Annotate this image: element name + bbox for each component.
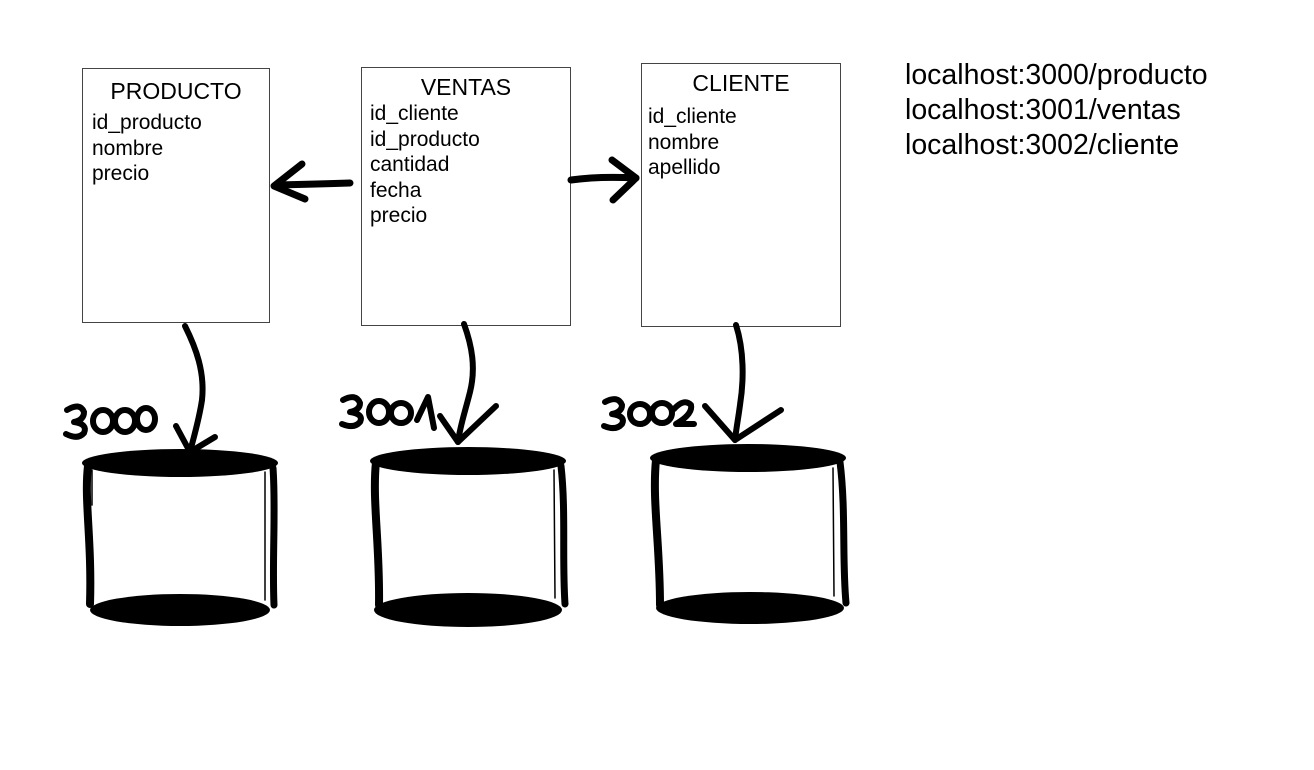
entity-title-producto: PRODUCTO [110,78,242,104]
service-url: localhost:3000/producto [905,59,1208,91]
service-url: localhost:3002/cliente [905,129,1180,161]
entity-fields-ventas: id_cliente id_producto cantidad fecha pr… [370,101,570,229]
field-item: fecha [370,178,422,202]
entity-title-cliente: CLIENTE [692,70,790,96]
entity-box-ventas: VENTAS id_cliente id_producto cantidad f… [361,67,571,326]
service-url-list: localhost:3000/producto localhost:3001/v… [905,58,1208,163]
field-item: precio [370,204,428,227]
field-item: id_cliente [648,105,737,128]
arrow-producto-to-db [173,323,218,455]
database-cylinder-cliente [650,444,850,624]
arrow-ventas-to-producto [270,160,354,203]
field-item: id_producto [92,111,202,134]
field-item: nombre [92,136,164,160]
entity-box-cliente: CLIENTE id_cliente nombre apellido [641,63,841,327]
service-url: localhost:3001/ventas [905,94,1181,126]
field-item: id_cliente [370,102,459,125]
field-item: precio [92,162,150,185]
entity-fields-cliente: id_cliente nombre apellido [648,104,840,181]
field-item: cantidad [370,153,450,176]
arrow-ventas-to-cliente [567,156,640,204]
entity-title-ventas: VENTAS [420,74,512,100]
arrow-cliente-to-db [702,322,784,443]
database-cylinder-producto [82,449,278,626]
handwritten-label-3001 [339,394,437,431]
entity-fields-producto: id_producto nombre precio [92,110,269,187]
handwritten-label-3000 [63,403,158,440]
field-item: apellido [648,156,721,179]
handwritten-label-3002 [601,396,697,432]
arrow-ventas-to-db [437,321,499,445]
entity-box-producto: PRODUCTO id_producto nombre precio [82,68,270,323]
field-item: id_producto [370,127,480,151]
database-cylinder-ventas [370,447,569,627]
field-item: nombre [648,130,720,154]
